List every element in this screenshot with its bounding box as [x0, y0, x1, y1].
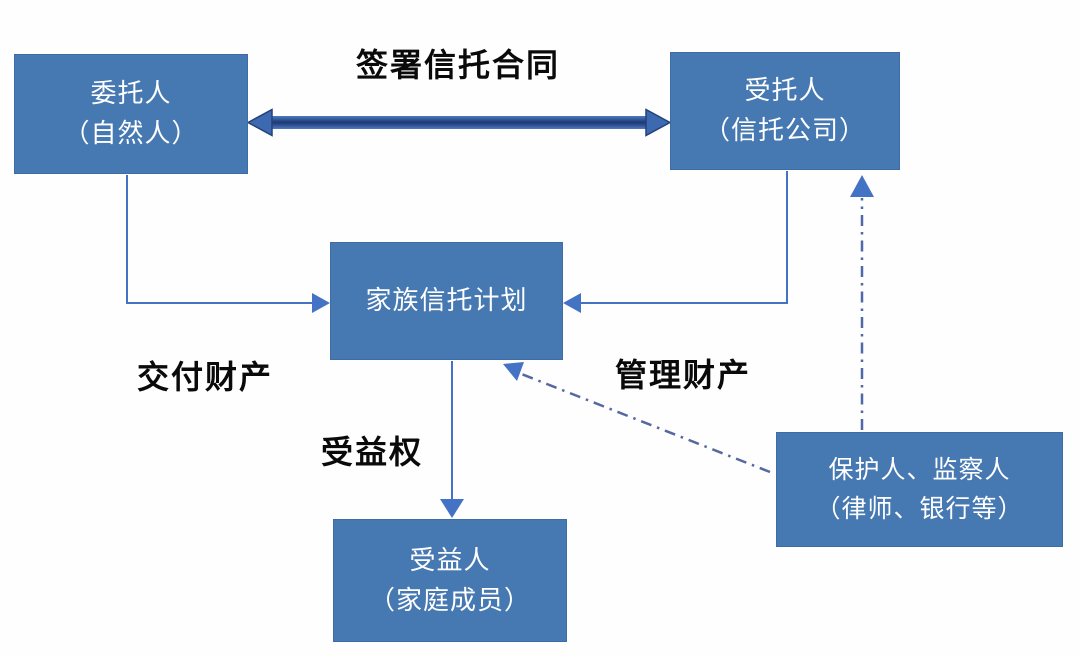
node-trustee-subtitle: （信托公司）	[703, 115, 866, 145]
edge-trust-plan-to-beneficiary	[440, 361, 464, 518]
node-beneficiary-title: 受益人	[409, 544, 491, 575]
double-arrow-shaft	[268, 116, 650, 129]
node-trustee: 受托人 （信托公司）	[670, 52, 900, 170]
label-beneficiary-right: 受益权	[320, 434, 424, 470]
edge-protector-diagonal-arrowhead	[503, 362, 524, 381]
node-beneficiary: 受益人 （家庭成员）	[333, 519, 567, 642]
node-settlor: 委托人 （自然人）	[14, 54, 248, 174]
node-beneficiary-subtitle: （家庭成员）	[368, 584, 531, 615]
node-protector-title: 保护人、监察人	[828, 455, 1011, 484]
node-protector: 保护人、监察人 （律师、银行等）	[776, 432, 1063, 547]
edge-settlor-to-trust-plan	[126, 175, 330, 313]
node-settlor-title: 委托人	[90, 78, 172, 109]
edge-sign-contract-double-arrow	[246, 108, 672, 137]
node-trust-plan: 家族信托计划	[330, 242, 563, 360]
node-protector-subtitle: （律师、银行等）	[815, 494, 1024, 523]
double-arrow-right-head	[645, 108, 672, 137]
edge-trustee-to-trust-plan	[563, 171, 788, 313]
edge-protector-to-trustee	[850, 175, 874, 430]
edge-trustee-line	[578, 171, 788, 304]
node-trustee-title: 受托人	[744, 75, 826, 106]
edge-beneficiary-arrowhead	[440, 499, 464, 518]
label-deliver-property: 交付财产	[136, 359, 274, 395]
label-sign-contract: 签署信托合同	[355, 47, 561, 83]
node-settlor-subtitle: （自然人）	[63, 118, 199, 148]
edge-settlor-line	[126, 175, 316, 304]
edge-settlor-arrowhead	[312, 293, 330, 313]
double-arrow-left-head	[246, 108, 273, 137]
edge-protector-vertical-arrowhead	[850, 175, 874, 197]
label-manage-property: 管理财产	[614, 357, 752, 393]
edge-trustee-arrowhead	[563, 293, 581, 313]
node-trust-plan-title: 家族信托计划	[365, 285, 528, 316]
